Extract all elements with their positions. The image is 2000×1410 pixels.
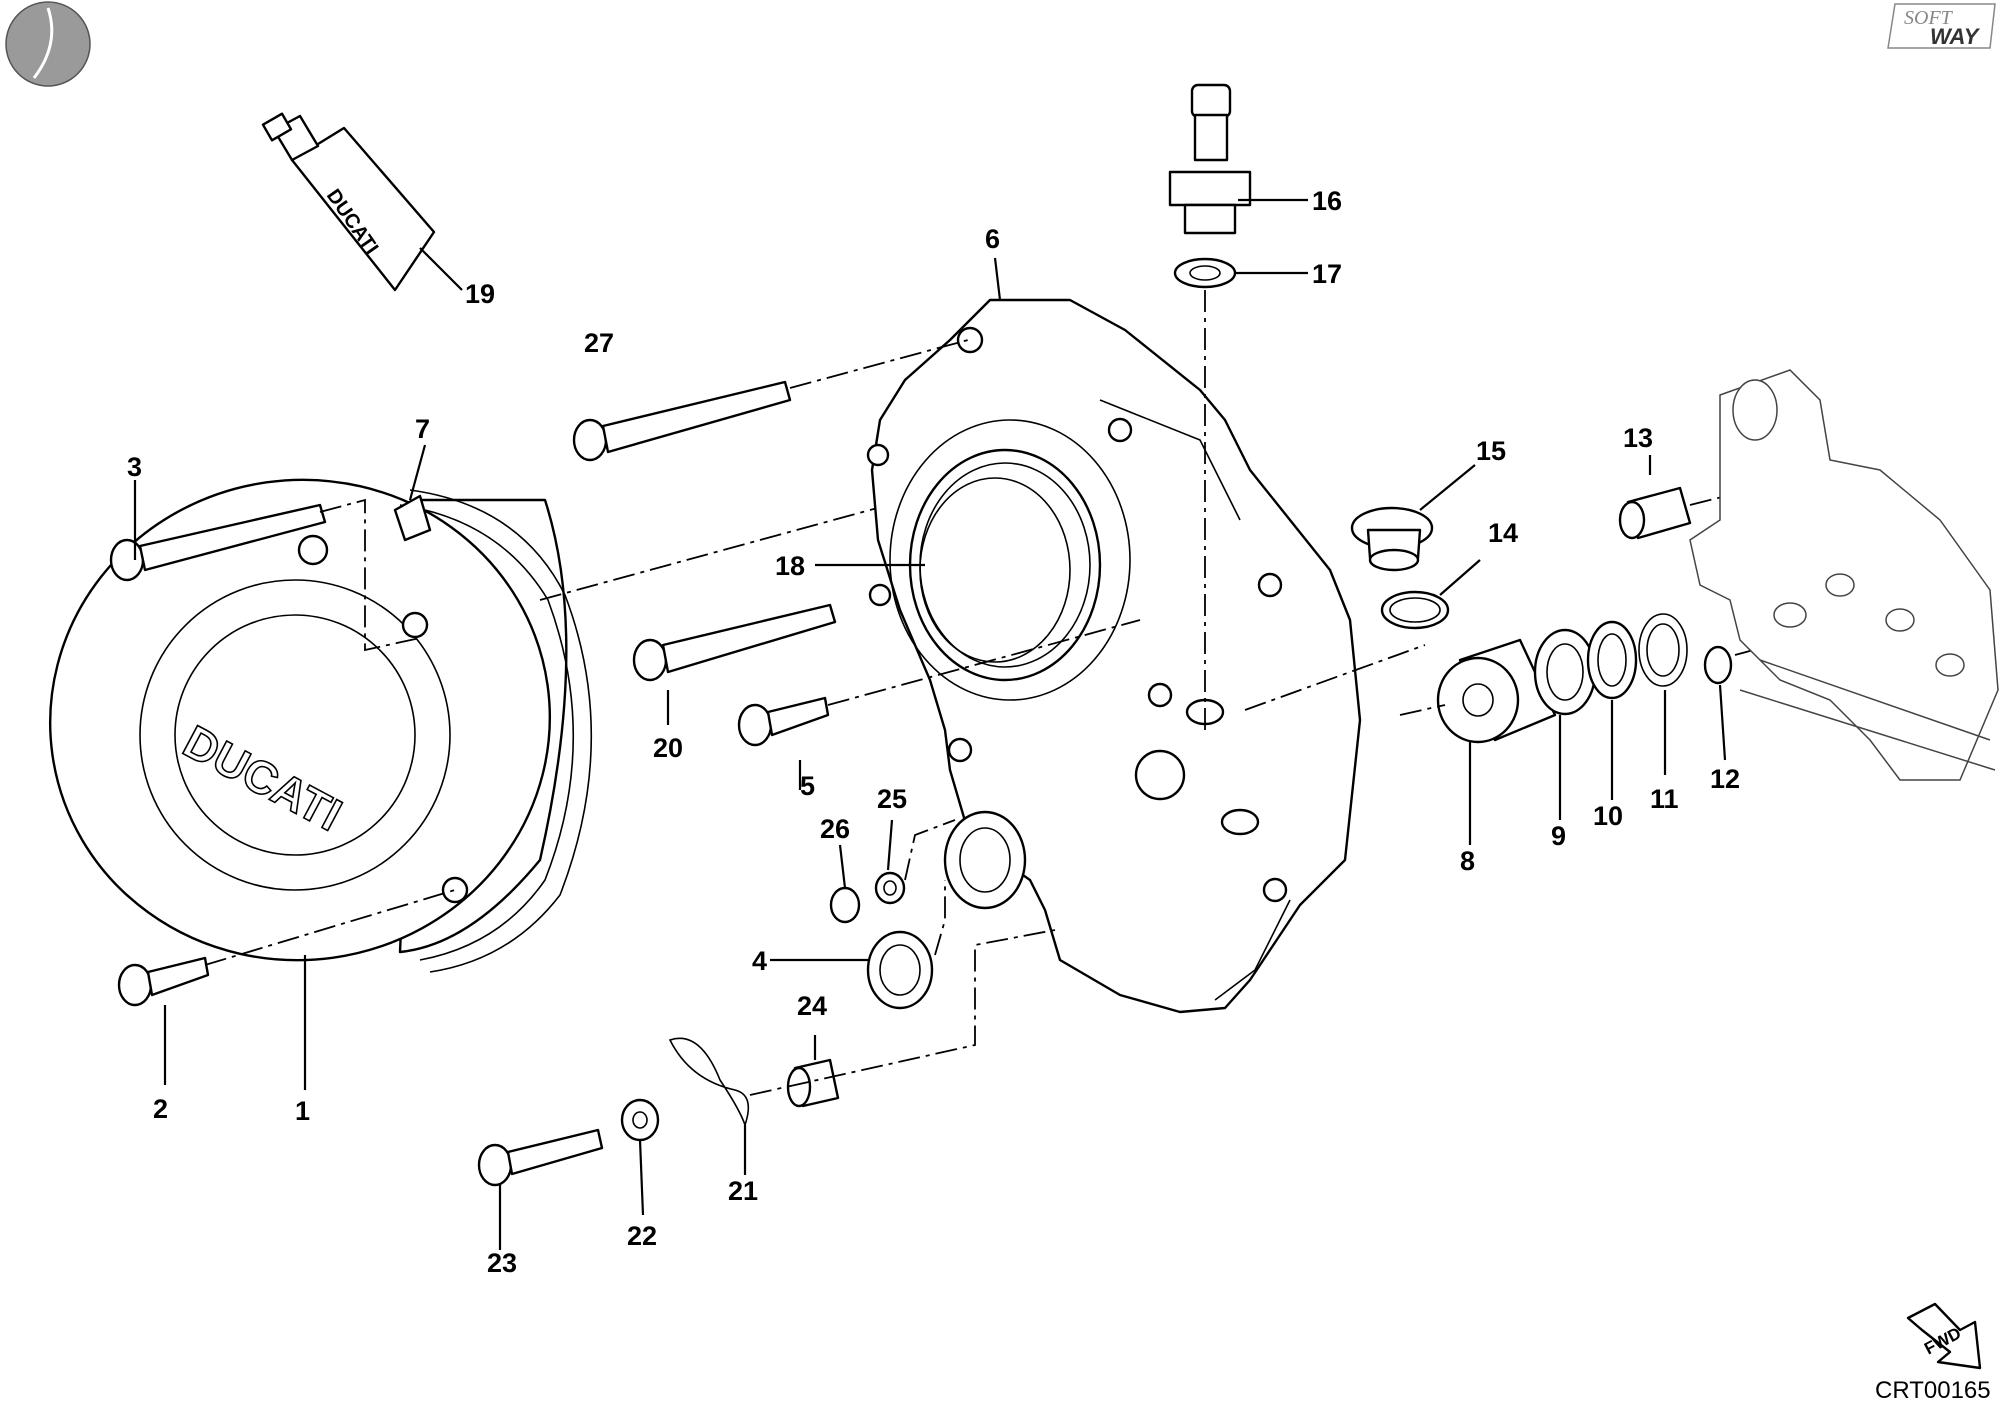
bolt-23: [477, 1128, 604, 1187]
circlip-11: [1638, 613, 1688, 687]
bolt-27: [572, 380, 792, 462]
callout-2: 2: [153, 1094, 168, 1124]
forward-direction-arrow-icon: FWD: [1906, 1302, 1982, 1370]
spring-clip-21: [668, 1037, 750, 1128]
sleeve-8: [1436, 638, 1557, 744]
bolt-3: [109, 503, 327, 582]
bush-24: [786, 1058, 840, 1108]
o-ring-12: [1703, 645, 1733, 685]
callout-27: 27: [584, 328, 614, 358]
callout-24: 24: [797, 991, 827, 1021]
callout-16: 16: [1312, 186, 1342, 216]
callout-14: 14: [1488, 518, 1518, 548]
callout-9: 9: [1551, 821, 1566, 851]
oil-seal-4: [866, 930, 934, 1010]
callout-22: 22: [627, 1221, 657, 1251]
dowel-13: [1618, 486, 1692, 540]
bolt-20: [632, 603, 837, 682]
callout-23: 23: [487, 1248, 517, 1278]
drawing-code: CRT00165: [1875, 1377, 1991, 1404]
softway-logo: SOFT WAY: [1887, 3, 1996, 49]
callout-8: 8: [1460, 846, 1475, 876]
grease-tube: DUCATI: [261, 112, 436, 292]
bearing-9: [1533, 628, 1597, 716]
oil-filler-plug-15: [1350, 506, 1434, 572]
svg-text:SOFT: SOFT: [1904, 7, 1954, 29]
crankcase-outline: [1689, 369, 1999, 781]
washer-10: [1586, 620, 1638, 700]
bolt-2: [117, 956, 210, 1007]
bolt-5: [737, 696, 830, 747]
temp-sensor-16: [1168, 83, 1252, 235]
clutch-cover: DUCATI: [48, 478, 568, 962]
o-ring-14: [1380, 590, 1450, 630]
callout-26: 26: [820, 814, 850, 844]
plug-26: [829, 886, 861, 924]
callout-17: 17: [1312, 259, 1342, 289]
callout-5: 5: [800, 771, 815, 801]
callout-3: 3: [127, 452, 142, 482]
side-case: [866, 298, 1362, 1014]
callout-25: 25: [877, 784, 907, 814]
callout-20: 20: [653, 733, 683, 763]
callout-11: 11: [1650, 784, 1679, 814]
callout-7: 7: [415, 414, 430, 444]
callout-15: 15: [1476, 436, 1506, 466]
sealing-washer-17: [1173, 257, 1237, 289]
callout-6: 6: [985, 224, 1000, 254]
callout-21: 21: [728, 1176, 758, 1206]
callout-12: 12: [1710, 764, 1740, 794]
svg-text:WAY: WAY: [1930, 24, 1981, 49]
callout-10: 10: [1593, 801, 1623, 831]
callout-13: 13: [1623, 423, 1653, 453]
cover-gasket: [393, 489, 593, 973]
callout-4: 4: [752, 946, 767, 976]
washer-25: [874, 871, 906, 905]
washer-22: [620, 1098, 660, 1142]
corner-disc-icon: [5, 1, 91, 87]
callout-1: 1: [295, 1096, 310, 1126]
callout-18: 18: [775, 551, 805, 581]
callout-19: 19: [465, 279, 495, 309]
case-boss: [943, 810, 1027, 910]
